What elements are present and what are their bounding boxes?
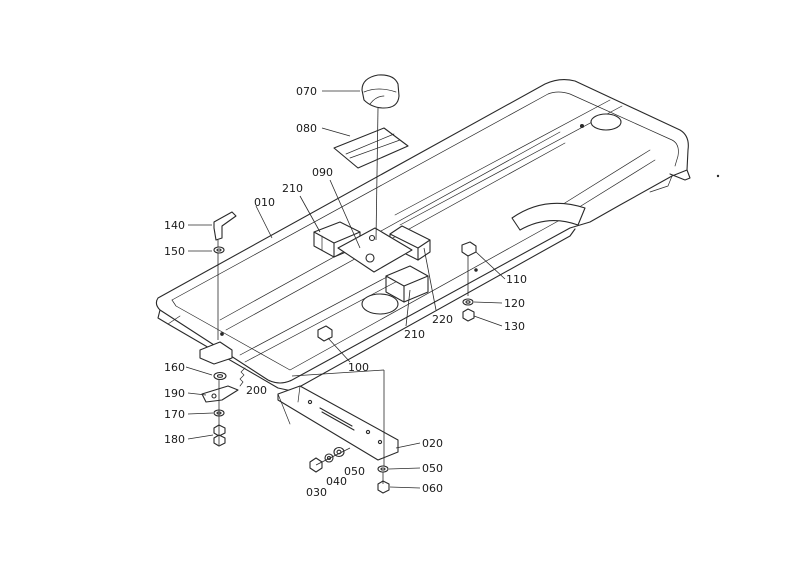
washer-050a bbox=[377, 465, 389, 473]
label-030: 030 bbox=[306, 486, 327, 499]
center-plate-090 bbox=[337, 227, 413, 273]
stud-110 bbox=[461, 241, 477, 296]
plate-020 bbox=[277, 385, 399, 461]
label-070: 070 bbox=[296, 85, 317, 98]
label-040: 040 bbox=[326, 475, 347, 488]
label-080: 080 bbox=[296, 122, 317, 135]
lever-140 bbox=[213, 211, 237, 340]
label-210-lower: 210 bbox=[404, 328, 425, 341]
label-130: 130 bbox=[504, 320, 525, 333]
nut-130 bbox=[462, 308, 475, 322]
plate-080 bbox=[333, 127, 409, 169]
label-020: 020 bbox=[422, 437, 443, 450]
label-010: 010 bbox=[254, 196, 275, 209]
label-140: 140 bbox=[164, 219, 185, 232]
label-120: 120 bbox=[504, 297, 525, 310]
washer-040 bbox=[324, 453, 334, 463]
leader-lines bbox=[185, 90, 506, 489]
label-050-right: 050 bbox=[422, 462, 443, 475]
label-170: 170 bbox=[164, 408, 185, 421]
label-060: 060 bbox=[422, 482, 443, 495]
label-210-upper: 210 bbox=[282, 182, 303, 195]
label-180: 180 bbox=[164, 433, 185, 446]
spring-200 bbox=[239, 367, 246, 387]
label-190: 190 bbox=[164, 387, 185, 400]
label-050-left: 050 bbox=[344, 465, 365, 478]
label-200: 200 bbox=[246, 384, 267, 397]
bracket-underside bbox=[199, 341, 233, 365]
washer-150 bbox=[213, 246, 225, 254]
label-090: 090 bbox=[312, 166, 333, 179]
stray-mark bbox=[716, 174, 720, 178]
washer-160 bbox=[213, 371, 227, 381]
label-220: 220 bbox=[432, 313, 453, 326]
label-160: 160 bbox=[164, 361, 185, 374]
label-110: 110 bbox=[506, 273, 527, 286]
part-labels: 070 080 090 210 010 140 150 110 120 130 … bbox=[164, 85, 527, 499]
nut-180 bbox=[213, 424, 226, 447]
bolt-060 bbox=[377, 480, 390, 494]
label-150: 150 bbox=[164, 245, 185, 258]
bracket-210-lower bbox=[385, 265, 429, 303]
label-100: 100 bbox=[348, 361, 369, 374]
clip-100 bbox=[317, 325, 333, 342]
washer-120 bbox=[462, 298, 474, 306]
knob-070 bbox=[361, 74, 400, 109]
stopper-190 bbox=[201, 385, 239, 403]
floor-plate bbox=[155, 78, 691, 392]
